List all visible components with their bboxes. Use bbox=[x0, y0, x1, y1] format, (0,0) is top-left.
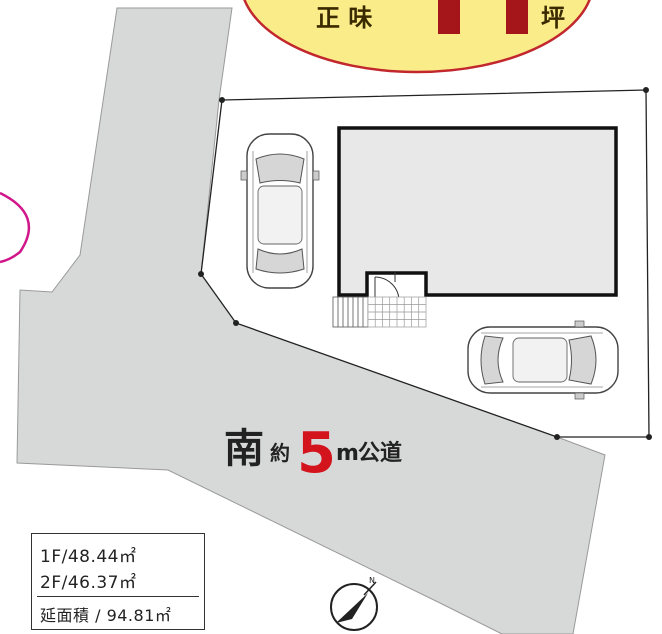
badge-right-label: 坪 bbox=[541, 4, 565, 32]
area-divider bbox=[37, 596, 199, 597]
car-icon bbox=[240, 133, 320, 289]
north-arrow-icon: N bbox=[330, 576, 378, 631]
public-road bbox=[16, 7, 606, 634]
road-direction: 南 bbox=[224, 426, 264, 472]
first-floor-area: 1F/48.44㎡ bbox=[40, 547, 137, 567]
badge-digit-bar-2 bbox=[506, 0, 528, 34]
badge-left-label: 正 味 bbox=[316, 4, 372, 32]
floor-area-table: 1F/48.44㎡ 2F/46.37㎡ 延面積 / 94.81㎡ bbox=[31, 533, 205, 630]
car-icon bbox=[467, 320, 619, 400]
stairs-icon bbox=[332, 296, 369, 328]
entrance-tiles bbox=[367, 296, 427, 328]
building-footprint bbox=[337, 126, 618, 297]
road-type: 公道 bbox=[358, 440, 402, 466]
road-unit: m bbox=[336, 441, 359, 466]
road-width-value: 5 bbox=[297, 421, 336, 486]
road-label: 南 約 5 m 公道 bbox=[224, 421, 402, 486]
total-floor-area: 延面積 / 94.81㎡ bbox=[40, 606, 172, 625]
badge-digit-bar-1 bbox=[438, 0, 460, 34]
lot-corner-points bbox=[198, 87, 652, 440]
neighbor-marker-arc bbox=[0, 191, 31, 264]
area-badge: 正 味 坪 bbox=[243, 0, 591, 74]
road-prefix: 約 bbox=[270, 441, 290, 465]
second-floor-area: 2F/46.37㎡ bbox=[40, 573, 137, 593]
svg-text:N: N bbox=[369, 576, 375, 585]
